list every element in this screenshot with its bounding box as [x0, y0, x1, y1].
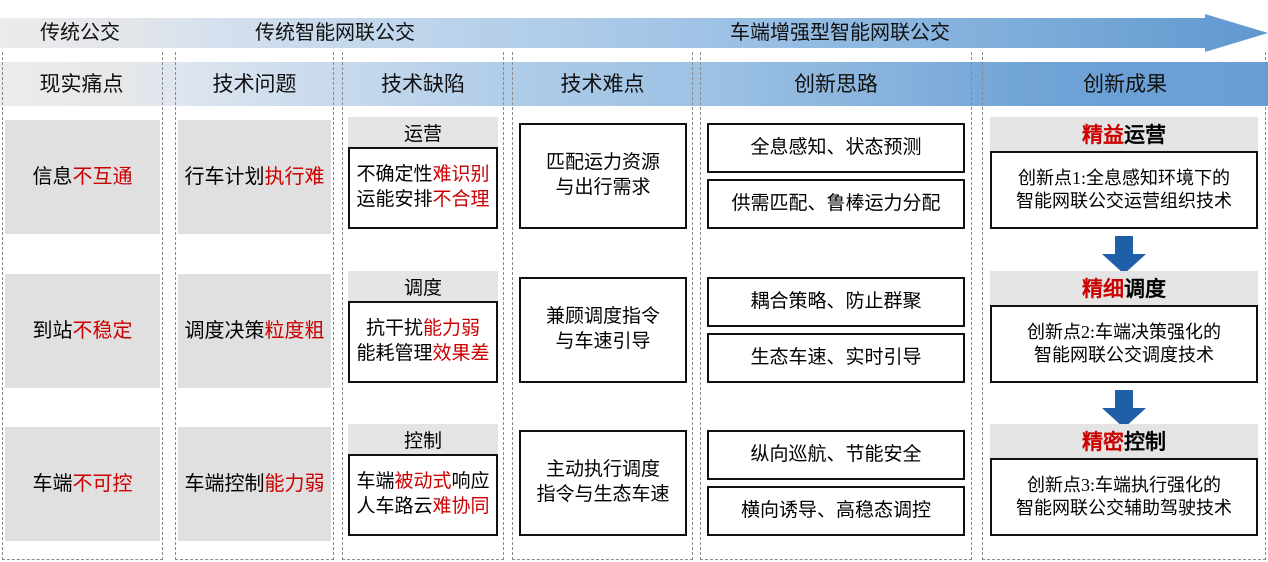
idea-box-row1-item1: 全息感知、状态预测: [707, 123, 965, 173]
tech-gap-row1-line1-red: 难识别: [432, 164, 490, 186]
tech-issue-row3-plain: 车端控制: [184, 472, 265, 495]
tech-gap-row3-line1-plain2: 车端: [356, 471, 395, 493]
tech-gap-row2-line1-plain: 抗干扰: [365, 318, 423, 340]
pain-card-row1: 信息不互通: [5, 120, 160, 234]
tech-hard-box-row1: 匹配运力资源 与出行需求: [519, 123, 687, 229]
result-row1-title-plain: 运营: [1124, 123, 1166, 147]
tech-gap-box-row3: 车端被动式响应 人车路云难协同: [348, 454, 498, 536]
idea-box-row1-item2: 供需匹配、鲁棒运力分配: [707, 179, 965, 229]
result-row3-line1: 创新点3:车端执行强化的: [1027, 474, 1221, 495]
tech-issue-row1-red: 执行难: [264, 165, 325, 188]
tech-gap-row3-line1-red: 被动式: [394, 471, 452, 493]
result-row3-line2: 智能网联公交辅助驾驶技术: [1016, 498, 1232, 518]
result-row1-title-red: 精益: [1082, 123, 1124, 147]
evolution-arrow-labels: 传统公交 传统智能网联公交 车端增强型智能网联公交: [0, 14, 1268, 52]
tech-hard-row1-line2: 与出行需求: [555, 177, 651, 198]
tech-issue-card-row2: 调度决策粒度粗: [178, 274, 331, 388]
column-header-tech-issue: 技术问题: [212, 72, 297, 96]
result-box-row1: 创新点1:全息感知环境下的 智能网联公交运营组织技术: [990, 151, 1258, 229]
tech-gap-row3-line2-plain: 人车路云: [356, 496, 433, 517]
tech-gap-row1-line1-plain: 不确定性: [356, 164, 433, 186]
tech-gap-caption-row3: 控制: [348, 424, 498, 454]
column-header-band: [0, 62, 1268, 106]
result-row3-title-red: 精密: [1082, 430, 1124, 454]
tech-gap-caption-row2: 调度: [348, 271, 498, 301]
result-title-row3: 精密控制: [990, 424, 1258, 458]
tech-gap-box-row2: 抗干扰能力弱 能耗管理效果差: [348, 301, 498, 383]
tech-gap-row1-line2-plain: 运能安排: [356, 189, 433, 210]
pain-row2-plain: 到站: [32, 319, 73, 342]
pain-row2-red: 不稳定: [72, 319, 133, 342]
pain-row3-red: 不可控: [72, 472, 133, 495]
banner-segment-traditional-bus: 传统公交: [40, 22, 120, 44]
tech-issue-row3-red: 能力弱: [264, 472, 325, 495]
tech-gap-box-row1: 不确定性难识别 运能安排不合理: [348, 147, 498, 229]
tech-gap-row2-line2-plain: 能耗管理: [356, 343, 433, 364]
tech-gap-row2-line2-red: 效果差: [432, 343, 490, 364]
result-row1-line2: 智能网联公交运营组织技术: [1016, 191, 1232, 211]
column-frame-idea: [700, 52, 972, 560]
tech-hard-row2-line1: 兼顾调度指令: [545, 306, 660, 328]
banner-segment-vehicle-enhanced-connected-bus: 车端增强型智能网联公交: [730, 22, 950, 44]
tech-issue-row2-plain: 调度决策: [184, 319, 265, 342]
pain-card-row3: 车端不可控: [5, 427, 160, 541]
column-header-tech-gap: 技术缺陷: [381, 72, 465, 96]
result-title-row1: 精益运营: [990, 117, 1258, 151]
column-header-pain: 现实痛点: [39, 72, 124, 96]
tech-hard-row3-line1: 主动执行调度: [545, 459, 660, 481]
result-row2-line1: 创新点2:车端决策强化的: [1027, 321, 1221, 342]
result-title-row2: 精细调度: [990, 271, 1258, 305]
result-row2-title-red: 精细: [1082, 277, 1124, 301]
tech-issue-row1-plain: 行车计划: [184, 165, 265, 188]
result-row2-title-plain: 调度: [1124, 277, 1166, 301]
tech-hard-row3-line2: 指令与生态车速: [536, 484, 670, 505]
tech-gap-row2-line1-red: 能力弱: [423, 318, 481, 340]
pain-row1-red: 不互通: [72, 165, 133, 188]
column-frame-tech-gap: [342, 52, 504, 560]
tech-issue-row2-red: 粒度粗: [264, 319, 325, 342]
result-row1-line1: 创新点1:全息感知环境下的: [1018, 167, 1230, 188]
tech-gap-row3-line1-plain3: 响应: [451, 471, 490, 493]
tech-issue-card-row3: 车端控制能力弱: [178, 427, 331, 541]
idea-box-row2-item2: 生态车速、实时引导: [707, 333, 965, 383]
result-row2-line2: 智能网联公交调度技术: [1034, 345, 1214, 365]
column-frame-result: [982, 52, 1266, 560]
tech-gap-row1-line2-red: 不合理: [432, 189, 490, 210]
tech-issue-card-row1: 行车计划执行难: [178, 120, 331, 234]
evolution-arrow-banner: [0, 14, 1268, 52]
idea-box-row3-item2: 横向诱导、高稳态调控: [707, 486, 965, 536]
tech-gap-caption-row1: 运营: [348, 117, 498, 147]
column-header-idea: 创新思路: [794, 72, 878, 96]
pain-row1-plain: 信息: [32, 165, 73, 188]
idea-box-row3-item1: 纵向巡航、节能安全: [707, 430, 965, 480]
result-box-row3: 创新点3:车端执行强化的 智能网联公交辅助驾驶技术: [990, 458, 1258, 536]
column-header-result: 创新成果: [1083, 72, 1167, 96]
column-frame-tech-issue: [175, 52, 334, 560]
result-box-row2: 创新点2:车端决策强化的 智能网联公交调度技术: [990, 305, 1258, 383]
result-row3-title-plain: 控制: [1124, 430, 1166, 454]
idea-box-row2-item1: 耦合策略、防止群聚: [707, 277, 965, 327]
column-header-tech-hard: 技术难点: [560, 72, 645, 96]
pain-card-row2: 到站不稳定: [5, 274, 160, 388]
tech-gap-row3-line2-red: 难协同: [432, 496, 490, 517]
pain-row3-plain: 车端: [32, 472, 73, 495]
flow-down-arrow-1: [1100, 236, 1148, 274]
tech-hard-row2-line2: 与车速引导: [555, 331, 651, 352]
tech-hard-row1-line1: 匹配运力资源: [545, 152, 660, 174]
flow-down-arrow-2: [1100, 390, 1148, 428]
column-frame-pain: [2, 52, 163, 560]
banner-segment-traditional-connected-bus: 传统智能网联公交: [255, 22, 415, 44]
tech-hard-box-row3: 主动执行调度 指令与生态车速: [519, 430, 687, 536]
column-frame-tech-hard: [512, 52, 693, 560]
tech-hard-box-row2: 兼顾调度指令 与车速引导: [519, 277, 687, 383]
